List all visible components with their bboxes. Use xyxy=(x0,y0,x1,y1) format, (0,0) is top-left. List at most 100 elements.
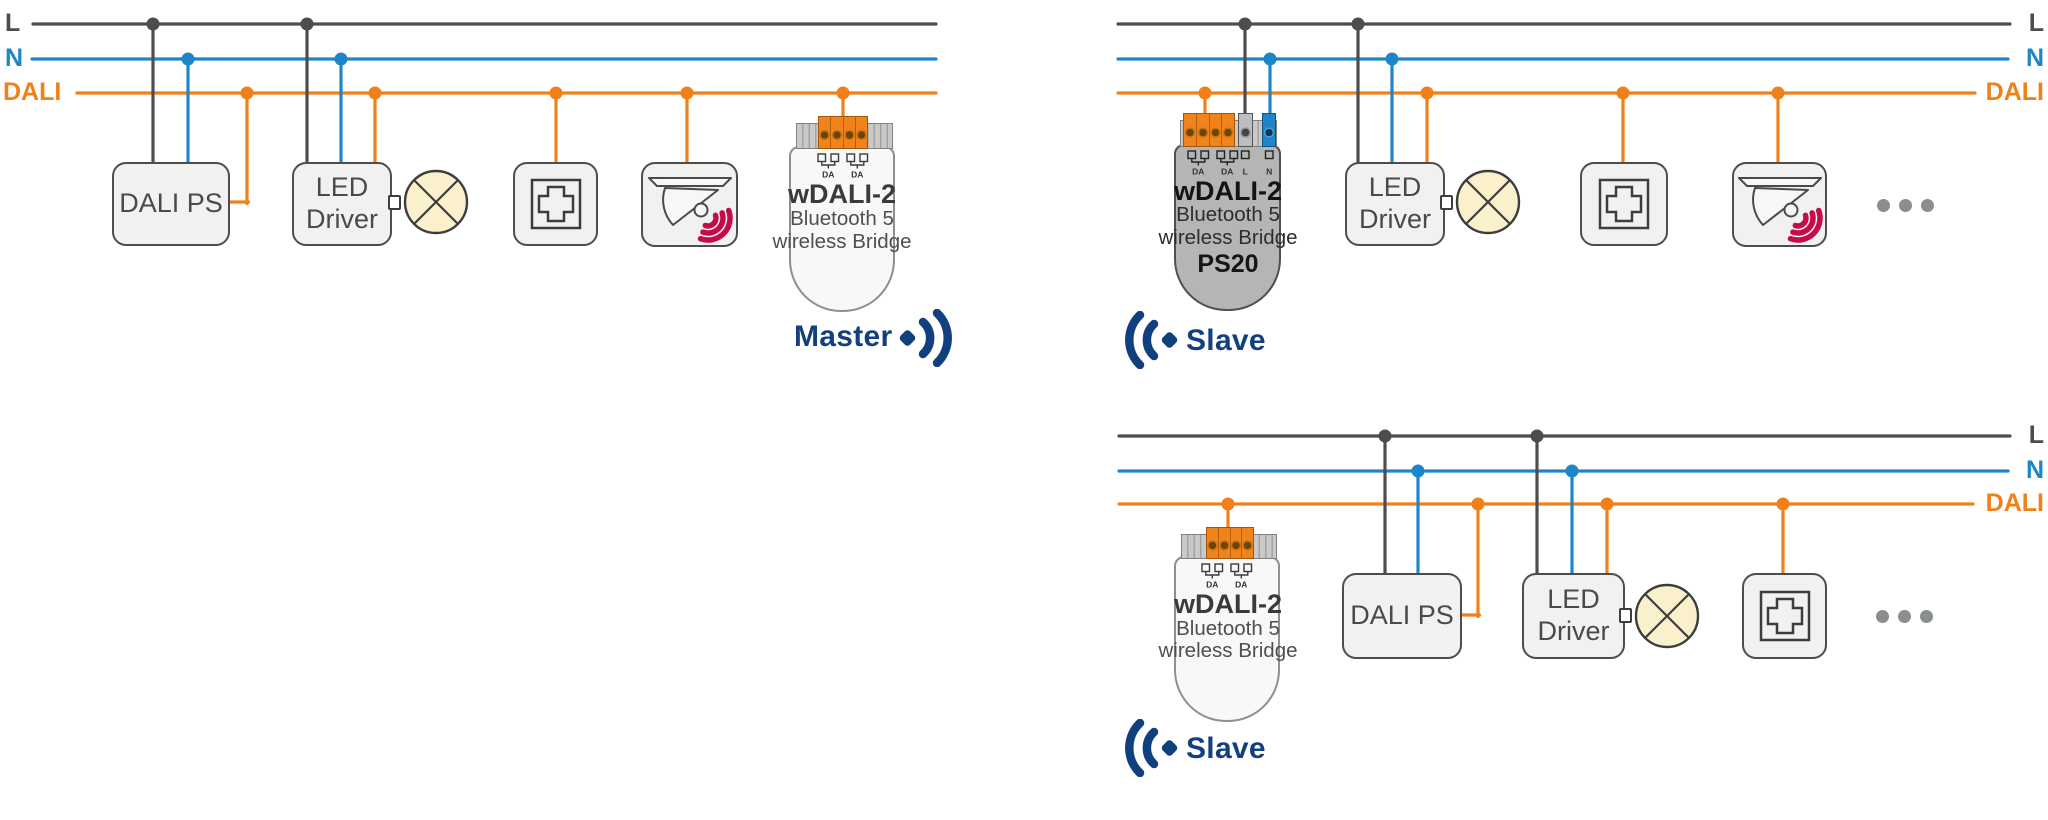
wireless-arcs xyxy=(1125,719,1159,777)
coupler-square xyxy=(530,178,581,230)
ellipsis-dot xyxy=(1921,199,1934,212)
port-label: DA xyxy=(1206,580,1218,590)
lamp-icon xyxy=(403,169,469,235)
coupler-icon xyxy=(530,178,581,230)
bridge-line2: Bluetooth 5 xyxy=(1176,203,1280,226)
wdali2-bridge-body xyxy=(1174,556,1280,722)
port-label: DA xyxy=(851,170,863,180)
sensor-ceiling-bar xyxy=(647,176,732,187)
dali-ps-box: DALI PS xyxy=(1342,573,1462,659)
da-ports-icon: DA DA xyxy=(817,153,869,180)
junction-dot xyxy=(1385,52,1399,66)
bus-label-dali-bottom-right: DALI xyxy=(1985,489,2044,517)
ellipsis-dot xyxy=(1876,610,1889,623)
junction-dot xyxy=(1420,86,1434,100)
junction-dot xyxy=(240,86,254,100)
junction-dot xyxy=(680,86,694,100)
da-port-symbols xyxy=(817,153,869,169)
junction-dot xyxy=(1411,464,1425,478)
ellipsis-dot xyxy=(1899,199,1912,212)
coupler-cross xyxy=(1605,185,1643,223)
junction-dot xyxy=(1776,497,1790,511)
bridge-line3: wireless Bridge xyxy=(1158,226,1298,249)
led-driver-box: LED Driver xyxy=(1345,162,1445,246)
junction-dot xyxy=(181,52,195,66)
junction-dot xyxy=(146,17,160,31)
sensor-ceiling-bar xyxy=(1737,176,1822,187)
master-badge-label: Master xyxy=(794,320,893,353)
dali-terminal-block-icon xyxy=(1206,527,1254,559)
bridge-line3: wireless Bridge xyxy=(1158,639,1298,662)
wireless-dot xyxy=(1161,740,1178,756)
n-terminal-icon xyxy=(1261,113,1276,147)
dali-ps-label: DALI PS xyxy=(119,188,223,219)
dali-terminal xyxy=(855,117,867,148)
led-driver-label: LED Driver xyxy=(1359,172,1431,234)
coupler-cross xyxy=(537,185,574,223)
port-label: N xyxy=(1266,167,1272,177)
dali-ps-label: DALI PS xyxy=(1350,600,1454,631)
junction-dot xyxy=(1263,52,1277,66)
bus-label-dali-left: DALI xyxy=(3,78,62,106)
junction-dot xyxy=(1221,497,1235,511)
dali-terminal xyxy=(831,117,844,148)
pushbutton-coupler-box xyxy=(1742,573,1827,659)
junction-dot xyxy=(836,86,850,100)
wireless-dot xyxy=(899,330,916,346)
da-port-symbols xyxy=(1201,563,1253,579)
lamp-cross-line xyxy=(413,179,459,225)
dali-terminal xyxy=(1218,528,1231,558)
ellipsis-dot xyxy=(1920,610,1933,623)
bridge-name: wDALI-2 xyxy=(788,179,896,209)
port-label: L xyxy=(1243,167,1248,177)
dali-terminal xyxy=(1196,114,1210,146)
junction-dot xyxy=(1471,497,1485,511)
junction-dot xyxy=(1378,429,1392,443)
lamp-icon xyxy=(1455,169,1521,235)
da-ports-icon: DA DA xyxy=(1201,563,1253,590)
junction-dot xyxy=(368,86,382,100)
lamp-connector xyxy=(1619,608,1632,623)
junction-dot xyxy=(549,86,563,100)
coupler-square xyxy=(1598,178,1650,230)
wireless-dot xyxy=(1161,332,1178,348)
dali-ps-box: DALI PS xyxy=(112,162,230,246)
bus-label-l-top-right: L xyxy=(2028,9,2044,37)
dali-terminal-block-icon xyxy=(818,116,868,149)
junction-dot xyxy=(1771,86,1785,100)
sensor-dome xyxy=(661,186,719,226)
bus-label-dali-top-right: DALI xyxy=(1985,78,2044,106)
bridge-line2: Bluetooth 5 xyxy=(790,207,894,230)
dali-terminal xyxy=(1184,114,1197,146)
coupler-icon xyxy=(1598,178,1650,230)
wireless-left-icon xyxy=(1125,311,1178,369)
more-devices-ellipsis xyxy=(1876,610,1933,623)
wdali2-ps20-bridge-body xyxy=(1174,144,1281,311)
da-port-symbols xyxy=(1187,150,1274,166)
wdali2-bridge-body xyxy=(789,146,895,312)
junction-dot xyxy=(334,52,348,66)
lamp-connector xyxy=(388,195,401,210)
lamp-cross-line xyxy=(1644,593,1690,639)
bottom-right-section-wires xyxy=(1117,429,2012,619)
l-terminal-icon xyxy=(1238,113,1253,147)
dali-terminal xyxy=(1207,528,1219,558)
wireless-arcs xyxy=(1125,311,1159,369)
bridge-line3: wireless Bridge xyxy=(772,230,912,253)
bridge-line2: Bluetooth 5 xyxy=(1176,617,1280,640)
top-right-section-wires xyxy=(1116,17,2012,165)
bus-label-n-top-right: N xyxy=(2025,44,2044,72)
led-driver-label: LED Driver xyxy=(1537,584,1610,646)
bridge-model: PS20 xyxy=(1197,250,1259,278)
coupler-square xyxy=(1759,590,1810,642)
junction-dot xyxy=(1600,497,1614,511)
junction-dot xyxy=(300,17,314,31)
sensor-lens xyxy=(1783,202,1798,217)
lamp-icon xyxy=(1634,583,1700,649)
ellipsis-dot xyxy=(1898,610,1911,623)
led-driver-label: LED Driver xyxy=(306,172,378,234)
wireless-right-icon xyxy=(899,309,952,367)
led-driver-box: LED Driver xyxy=(1522,573,1625,659)
junction-dot xyxy=(1198,86,1212,100)
led-driver-box: LED Driver xyxy=(292,162,392,246)
